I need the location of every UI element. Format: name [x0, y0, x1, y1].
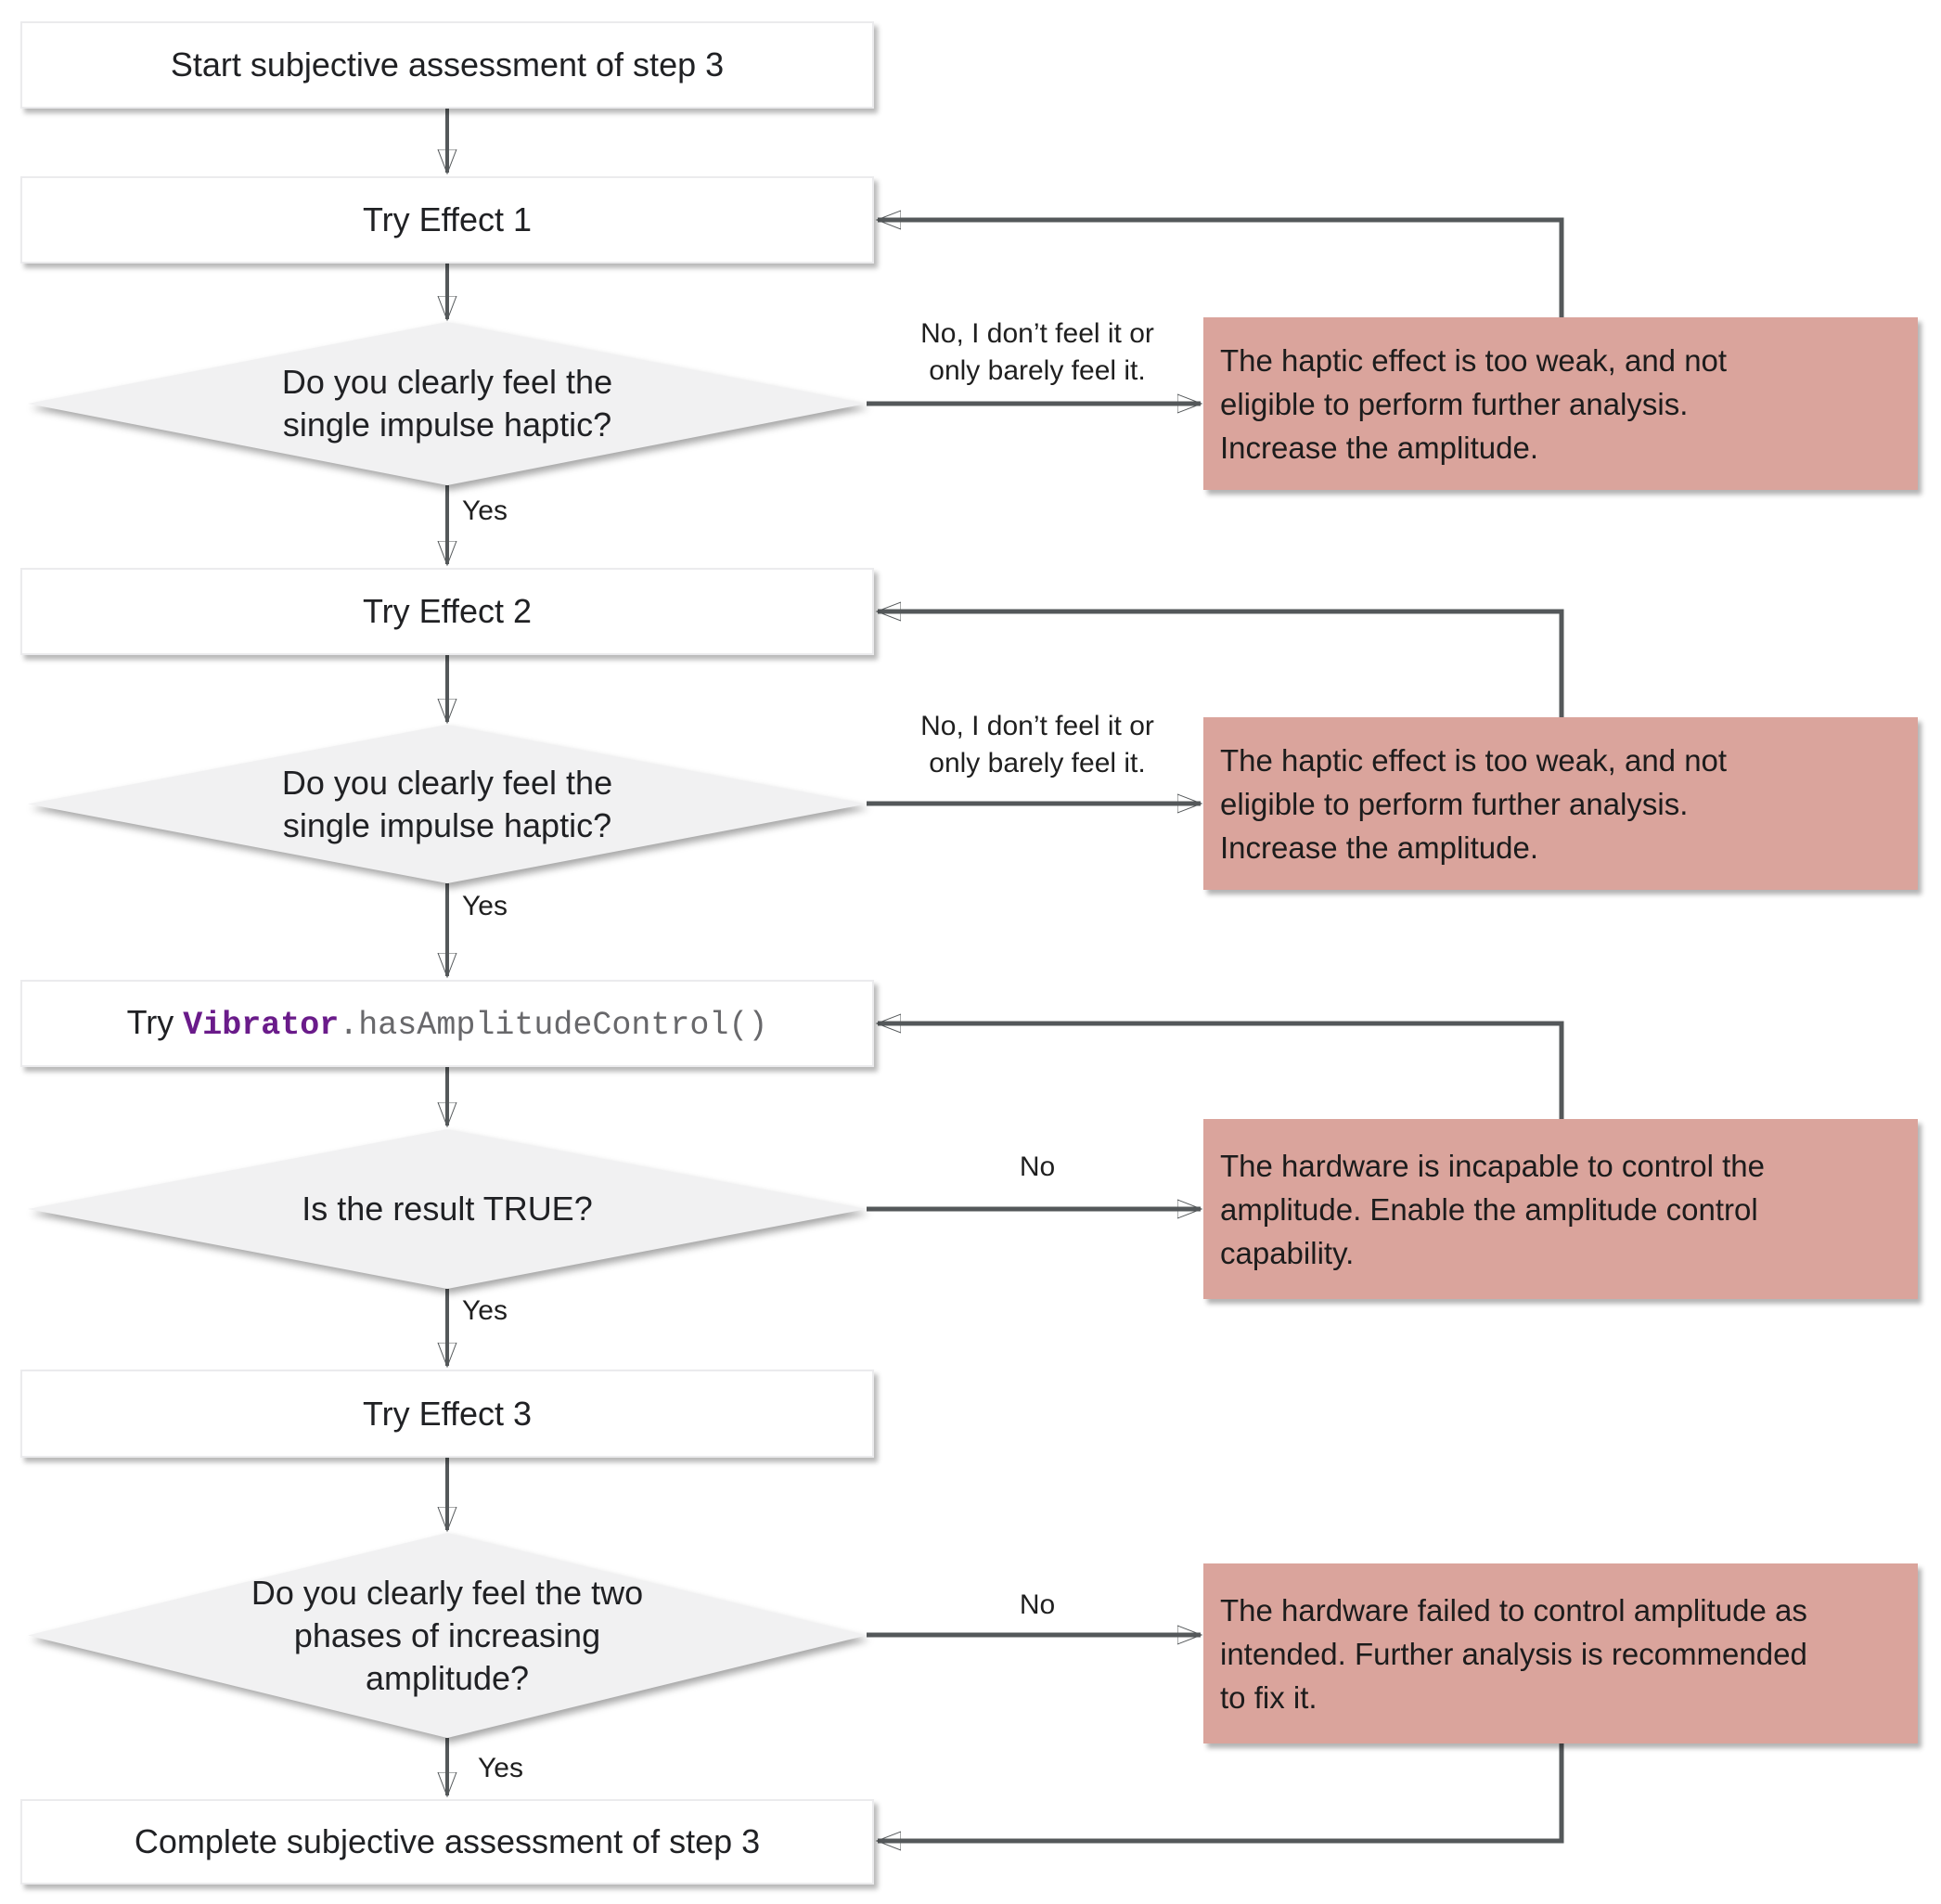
node-try-effect-1-label: Try Effect 1 [362, 200, 533, 238]
warning-failed-text: The hardware failed to control amplitude… [1220, 1592, 1807, 1715]
edge-label-no-4: No [1019, 1589, 1056, 1620]
warning-too-weak-2: The haptic effect is too weak, and not e… [1203, 717, 1918, 890]
decision-q3-shape: Is the result TRUE? [28, 1129, 867, 1289]
loop-warning3-to-api [878, 1023, 1564, 1119]
edge-label-yes-1: Yes [462, 495, 508, 526]
node-try-effect-2-label: Try Effect 2 [362, 592, 533, 630]
node-try-effect-3: Try Effect 3 [20, 1370, 874, 1458]
loop-warning4-to-complete [878, 1743, 1564, 1841]
node-complete: Complete subjective assessment of step 3 [20, 1799, 874, 1885]
decision-q3-label: Is the result TRUE? [302, 1190, 593, 1228]
decision-q2-shape: Do you clearly feel the single impulse h… [28, 725, 867, 883]
decision-q4: Do you clearly feel the two phases of in… [28, 1533, 867, 1738]
decision-q1-shape: Do you clearly feel the single impulse h… [28, 322, 867, 485]
decision-q3: Is the result TRUE? [28, 1129, 867, 1289]
api-class-text: Vibrator [183, 1006, 340, 1044]
warning-too-weak-2-text: The haptic effect is too weak, and not e… [1220, 742, 1728, 865]
edge-label-yes-3: Yes [462, 1295, 508, 1326]
node-start-label: Start subjective assessment of step 3 [170, 45, 725, 84]
api-prefix-text: Try [126, 1002, 184, 1041]
decision-q1: Do you clearly feel the single impulse h… [28, 322, 867, 485]
edge-label-yes-4: Yes [478, 1753, 523, 1783]
warning-incapable: The hardware is incapable to control the… [1203, 1119, 1918, 1299]
node-complete-label: Complete subjective assessment of step 3 [134, 1822, 761, 1860]
node-try-effect-1: Try Effect 1 [20, 176, 874, 264]
decision-q1-label: Do you clearly feel the single impulse h… [281, 363, 613, 444]
decision-q4-shape: Do you clearly feel the two phases of in… [28, 1533, 867, 1738]
loop-warning1-to-effect1 [878, 220, 1564, 317]
warning-failed: The hardware failed to control amplitude… [1203, 1563, 1918, 1743]
node-try-effect-2: Try Effect 2 [20, 568, 874, 655]
warning-incapable-text: The hardware is incapable to control the… [1220, 1148, 1766, 1270]
decision-q2: Do you clearly feel the single impulse h… [28, 725, 867, 883]
loop-warning2-to-effect2 [878, 611, 1564, 717]
edge-label-no-1: No, I don’t feel it or only barely feel … [920, 318, 1154, 386]
decision-q2-label: Do you clearly feel the single impulse h… [281, 763, 613, 844]
warning-too-weak-1-text: The haptic effect is too weak, and not e… [1220, 342, 1728, 465]
edge-label-yes-2: Yes [462, 891, 508, 921]
node-try-api: Try Vibrator.hasAmplitudeControl() [20, 980, 874, 1067]
edge-label-no-3: No [1019, 1151, 1056, 1182]
node-start: Start subjective assessment of step 3 [20, 21, 874, 109]
api-method-text: .hasAmplitudeControl() [339, 1006, 768, 1044]
warning-too-weak-1: The haptic effect is too weak, and not e… [1203, 317, 1918, 490]
node-try-effect-3-label: Try Effect 3 [362, 1394, 533, 1433]
decision-q4-label: Do you clearly feel the two phases of in… [251, 1573, 644, 1697]
node-try-api-label: Try Vibrator.hasAmplitudeControl() [127, 1002, 768, 1046]
edge-label-no-2: No, I don’t feel it or only barely feel … [920, 711, 1154, 778]
